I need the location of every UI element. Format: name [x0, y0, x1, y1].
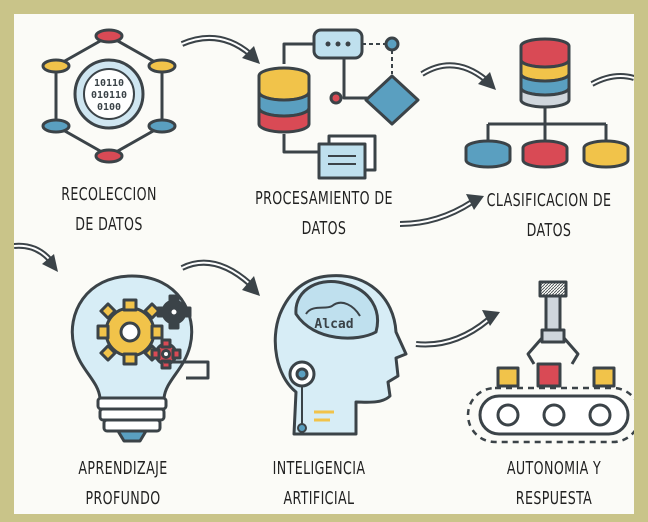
database-hierarchy-icon [464, 37, 630, 169]
binary-text-1: 10110 [94, 78, 124, 89]
step-label-recoleccion: RECOLECCION DE DATOS [61, 184, 157, 235]
binary-text-3: 0100 [97, 102, 121, 113]
ai-head-icon: Alcad [273, 274, 408, 436]
step-label-aprendizaje: APRENDIZAJE PROFUNDO [78, 458, 168, 509]
binary-text-2: 010110 [91, 90, 127, 101]
data-processing-flowchart-icon [257, 28, 420, 180]
arrow-icon [180, 259, 260, 296]
arrow-icon [14, 242, 58, 272]
arrow-icon [180, 35, 260, 64]
robot-arm-conveyor-icon [466, 280, 634, 444]
brain-text: Alcad [314, 317, 353, 332]
step-label-clasificacion: CLASIFICACION DE DATOS [486, 190, 612, 241]
step-label-procesamiento: PROCESAMIENTO DE DATOS [255, 188, 393, 239]
diagram-panel: 10110 010110 0100 [14, 14, 634, 514]
data-network-icon: 10110 010110 0100 [41, 28, 177, 164]
lightbulb-gears-icon [70, 274, 210, 443]
arrow-icon [399, 194, 484, 227]
process-diagram: 10110 010110 0100 [14, 28, 634, 444]
arrow-icon [590, 73, 634, 87]
step-label-autonomia: AUTONOMIA Y RESPUESTA [506, 458, 602, 509]
step-label-inteligencia: INTELIGENCIA ARTIFICIAL [272, 458, 366, 509]
arrow-icon [415, 310, 500, 348]
arrow-icon [420, 62, 496, 90]
